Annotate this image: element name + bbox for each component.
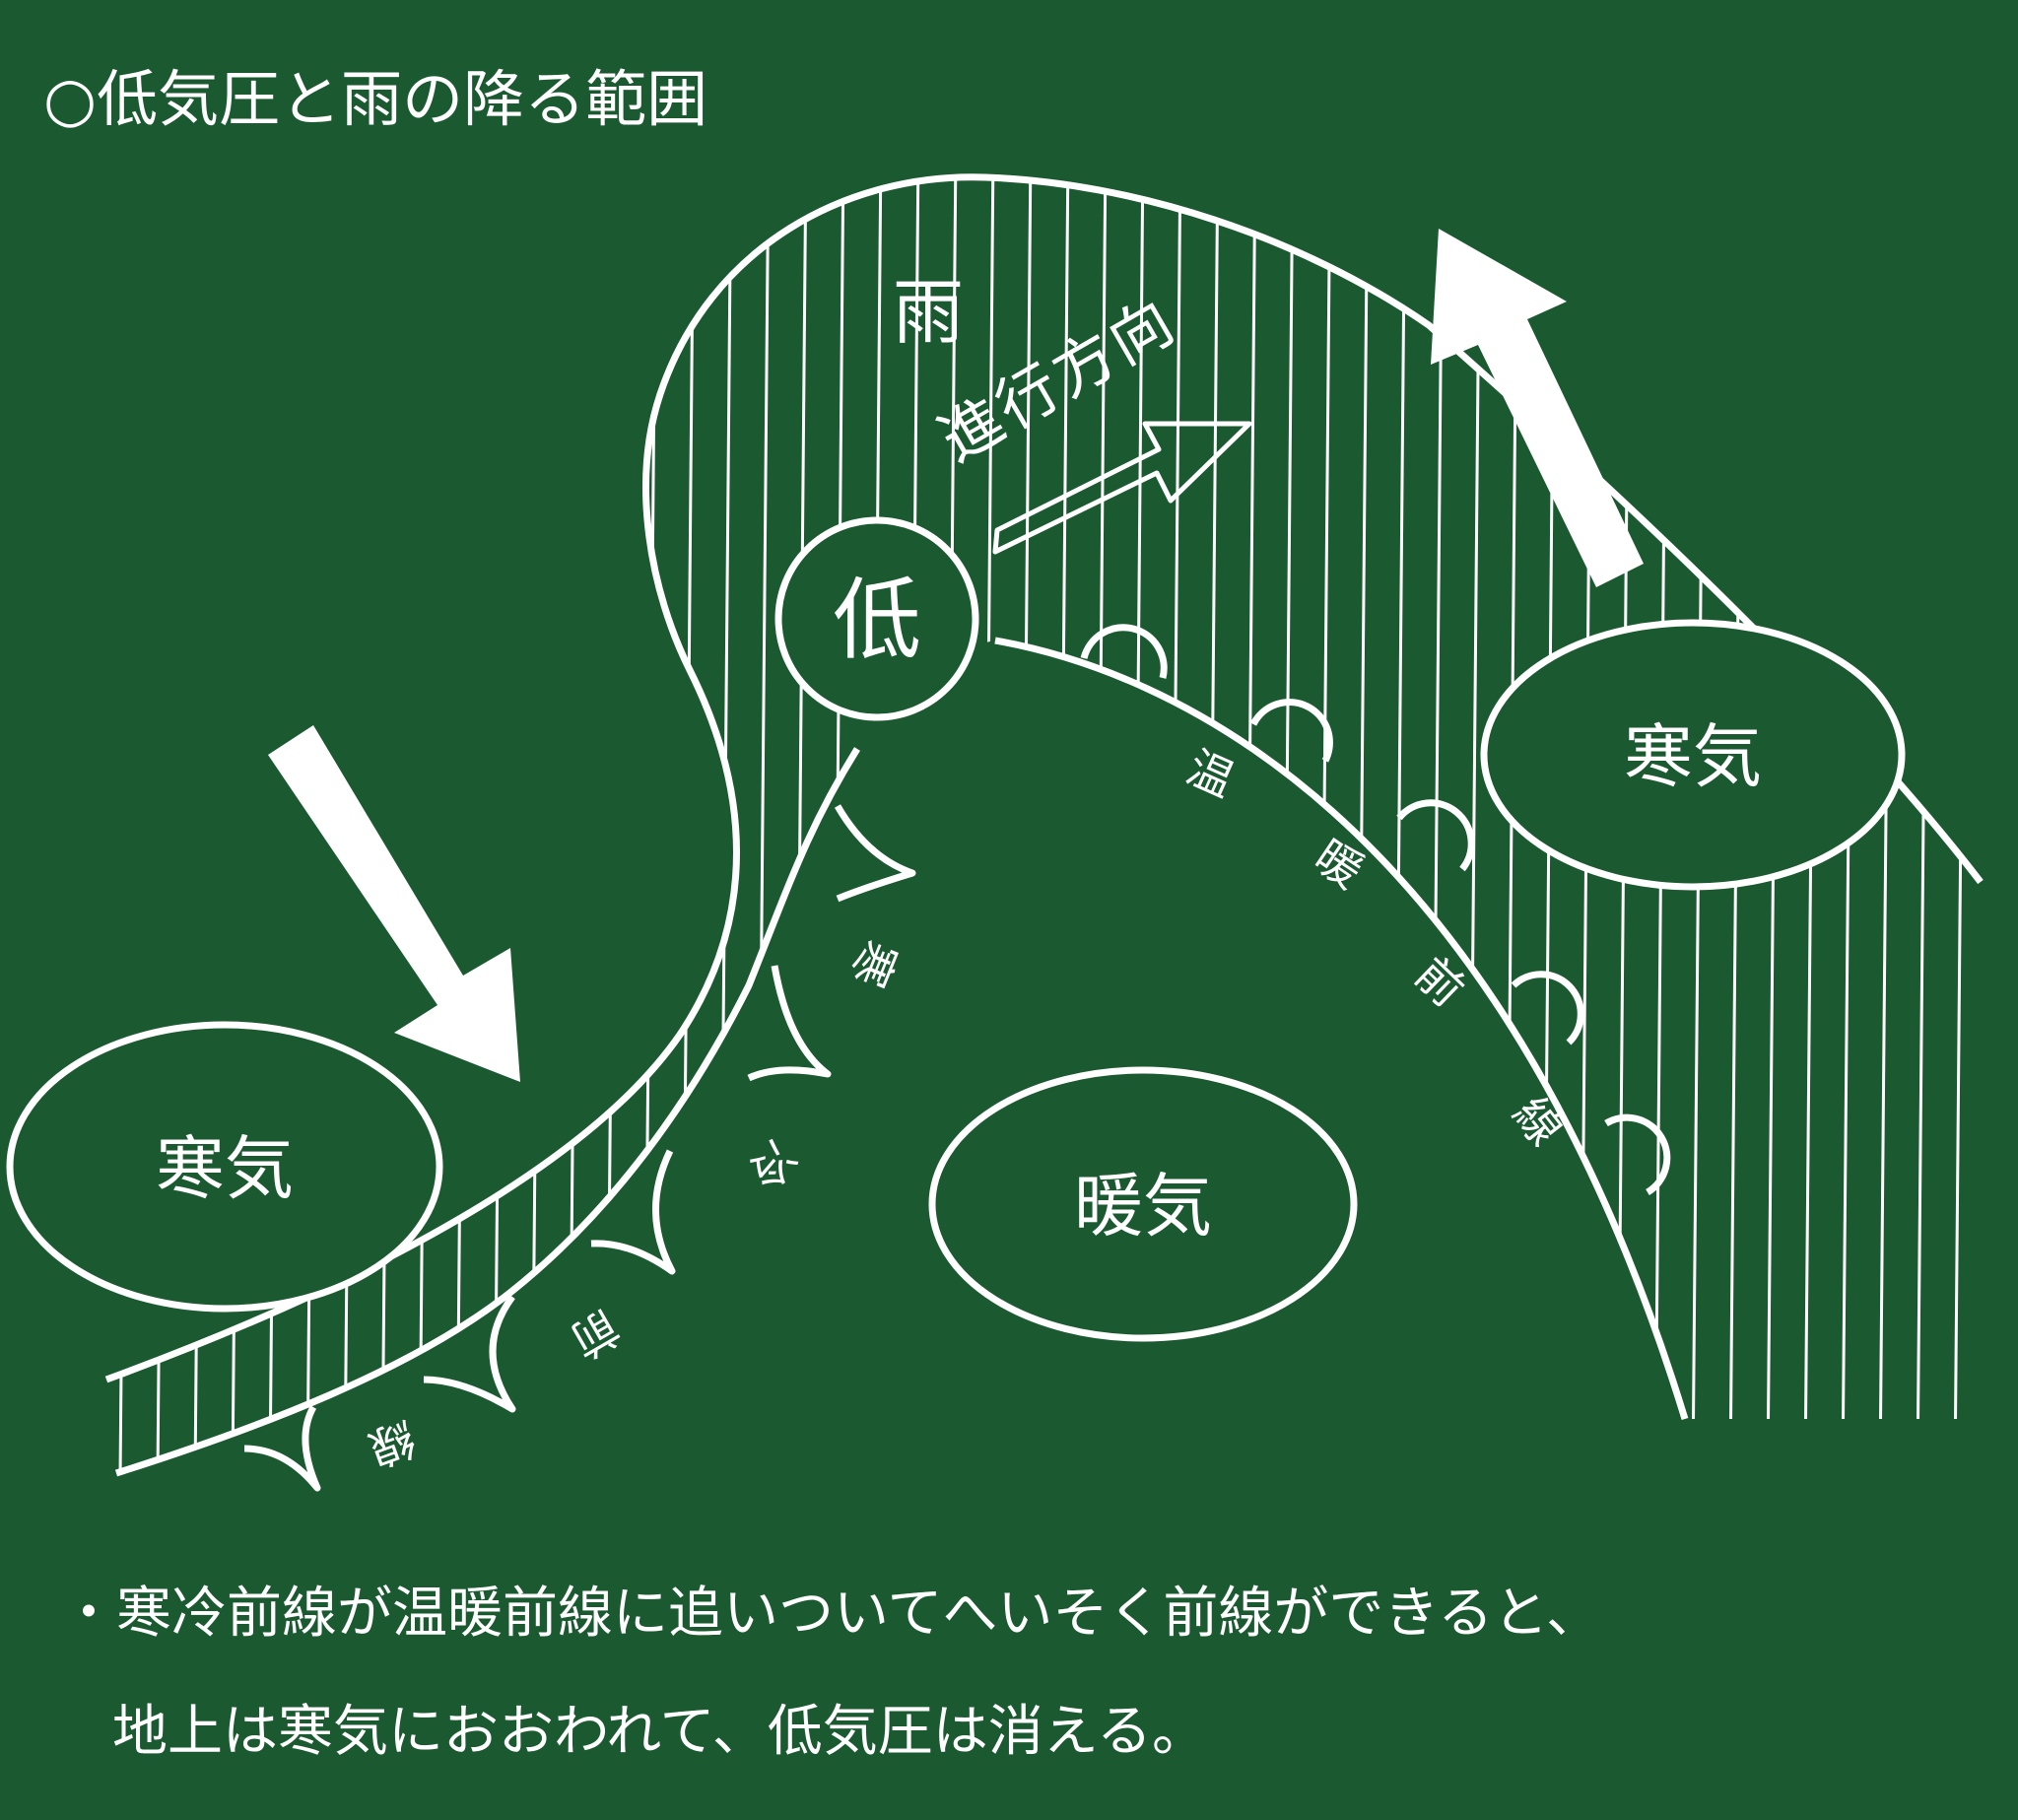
warm-front-line — [994, 637, 1689, 1421]
cold-front-char: 寒 — [841, 933, 907, 995]
low-pressure-circle — [774, 516, 979, 721]
hatch-line — [867, 176, 883, 1473]
hatch-line — [792, 176, 808, 1473]
rain-label: 雨 — [893, 271, 964, 354]
hatch-line — [605, 176, 621, 1473]
hatch-line — [455, 176, 471, 1473]
hatch-line — [1354, 176, 1370, 1473]
south-arrow — [268, 725, 520, 1082]
hatch-line — [642, 176, 658, 1473]
cold-front-char: 冷 — [736, 1130, 806, 1199]
north-arrow — [1431, 229, 1644, 587]
hatch-line — [568, 176, 583, 1473]
hatch-line — [418, 176, 434, 1473]
cold-air-left-label: 寒気 — [156, 1128, 294, 1209]
cold-front-char: 線 — [362, 1411, 423, 1476]
warm-front-bumps — [1080, 624, 1671, 1195]
hatch-line — [530, 176, 546, 1473]
warm-air-ellipse — [928, 1066, 1358, 1342]
cold-front-char: 前 — [563, 1300, 629, 1369]
hatch-line — [493, 176, 508, 1473]
rain-area-outline — [1685, 882, 1981, 1419]
hatch-line — [1992, 148, 2004, 1478]
direction-label: 進行方向 — [927, 284, 1188, 476]
cold-air-right-label: 寒気 — [1624, 716, 1762, 797]
cold-front-cusps — [243, 804, 916, 1492]
warm-air-label: 暖気 — [1074, 1166, 1212, 1247]
page-title: ○低気圧と雨の降る範囲 — [43, 63, 708, 135]
hatch-line — [755, 176, 771, 1473]
cold-front-line — [114, 747, 860, 1477]
cold-air-left-ellipse — [6, 1021, 443, 1313]
hatch-line — [1953, 176, 1969, 1473]
direction-arrow — [992, 421, 1252, 555]
warm-front-char: 温 — [1179, 740, 1243, 807]
cold-air-right-ellipse — [1480, 619, 1906, 891]
low-label: 低 — [833, 569, 921, 672]
note-line-2: 地上は寒気におおわれて、低気圧は消える。 — [112, 1700, 1208, 1764]
hatch-line — [717, 176, 733, 1473]
hatch-line — [380, 176, 396, 1473]
note-line-1: ・寒冷前線が温暖前線に追いついてへいそく前線ができると、 — [61, 1582, 1601, 1646]
warm-front-char: 線 — [1503, 1087, 1573, 1155]
